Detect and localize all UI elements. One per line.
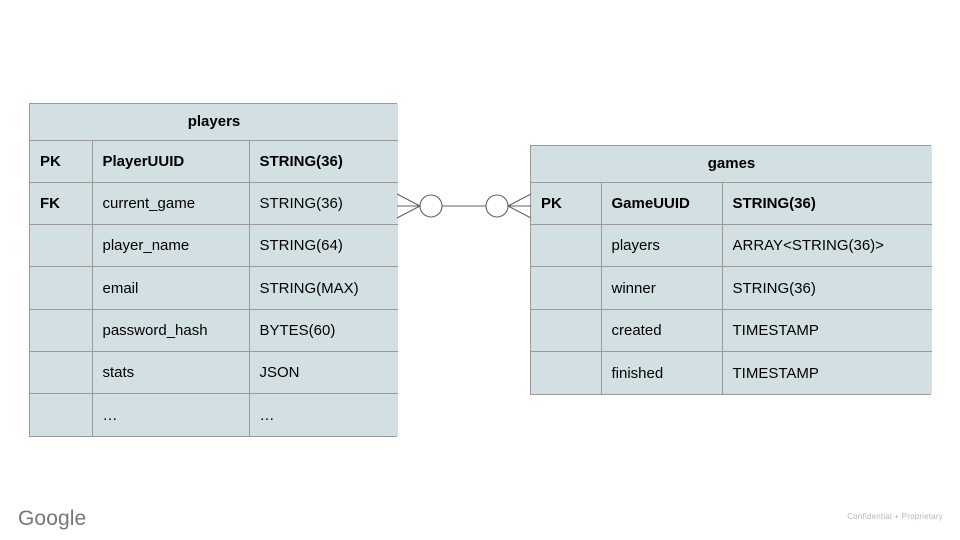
- entity-table-players[interactable]: players PK PlayerUUID STRING(36) FK curr…: [29, 103, 398, 437]
- row-field-type-ellipsis: …: [248, 393, 398, 436]
- entity-players-grid: players PK PlayerUUID STRING(36) FK curr…: [30, 104, 398, 436]
- row-key-flag: PK: [531, 181, 602, 226]
- row-key-flag: [531, 266, 602, 310]
- google-logo: Google: [18, 505, 92, 533]
- table-row[interactable]: email STRING(MAX): [30, 266, 398, 310]
- table-row[interactable]: created TIMESTAMP: [531, 308, 932, 353]
- left-crowsfoot-upper-prong: [396, 193, 421, 207]
- row-field-name: PlayerUUID: [91, 139, 250, 183]
- entity-games-title: games: [531, 146, 932, 183]
- row-field-type: STRING(MAX): [248, 266, 398, 310]
- crows-foot-connector-graphic: [396, 193, 532, 219]
- entity-games-grid: games PK GameUUID STRING(36) players ARR…: [531, 146, 932, 394]
- table-row[interactable]: PK GameUUID STRING(36): [531, 181, 932, 226]
- row-field-name: created: [600, 308, 723, 353]
- row-key-flag: [30, 266, 93, 310]
- row-field-name: players: [600, 224, 723, 268]
- table-row[interactable]: FK current_game STRING(36): [30, 181, 398, 226]
- row-field-type: STRING(36): [721, 266, 932, 310]
- row-field-name: email: [91, 266, 250, 310]
- relationship-connector-players-games[interactable]: [390, 183, 538, 229]
- google-wordmark-icon: Google: [18, 507, 86, 530]
- table-row[interactable]: player_name STRING(64): [30, 224, 398, 268]
- row-field-type: ARRAY<STRING(36)>: [721, 224, 932, 268]
- row-field-type: TIMESTAMP: [721, 351, 932, 394]
- row-key-flag: [30, 350, 93, 395]
- table-row[interactable]: password_hash BYTES(60): [30, 308, 398, 352]
- row-key-flag: [531, 224, 602, 268]
- table-row[interactable]: PK PlayerUUID STRING(36): [30, 139, 398, 183]
- table-row[interactable]: finished TIMESTAMP: [531, 351, 932, 394]
- table-row[interactable]: stats JSON: [30, 350, 398, 395]
- row-field-name: GameUUID: [600, 181, 723, 226]
- row-key-flag: PK: [30, 139, 93, 183]
- row-key-flag: [30, 393, 93, 436]
- left-optionality-circle: [419, 194, 443, 218]
- left-crowsfoot-lower-prong: [396, 205, 421, 219]
- table-row[interactable]: players ARRAY<STRING(36)>: [531, 224, 932, 268]
- entity-players-title-row: players: [30, 104, 398, 141]
- row-field-name-ellipsis: …: [91, 393, 250, 436]
- table-row[interactable]: winner STRING(36): [531, 266, 932, 310]
- entity-games-title-row: games: [531, 146, 932, 183]
- entity-table-games[interactable]: games PK GameUUID STRING(36) players ARR…: [530, 145, 932, 395]
- row-key-flag: [531, 308, 602, 353]
- right-crowsfoot-lower-prong: [507, 205, 532, 219]
- row-field-name: finished: [600, 351, 723, 394]
- right-optionality-circle: [485, 194, 509, 218]
- right-crowsfoot-upper-prong: [507, 193, 532, 207]
- confidentiality-notice: Confidential + Proprietary: [847, 512, 943, 521]
- row-field-type: JSON: [248, 350, 398, 395]
- row-field-name: current_game: [91, 181, 250, 226]
- row-field-name: stats: [91, 350, 250, 395]
- row-key-flag: [30, 224, 93, 268]
- row-field-type: TIMESTAMP: [721, 308, 932, 353]
- row-field-name: winner: [600, 266, 723, 310]
- row-key-flag: [30, 308, 93, 352]
- row-field-name: player_name: [91, 224, 250, 268]
- google-wordmark-text: Google: [18, 507, 86, 530]
- row-field-type: STRING(36): [248, 139, 398, 183]
- entity-players-title: players: [30, 104, 398, 141]
- row-field-type: STRING(64): [248, 224, 398, 268]
- row-field-name: password_hash: [91, 308, 250, 352]
- table-row[interactable]: … …: [30, 393, 398, 436]
- row-key-flag: FK: [30, 181, 93, 226]
- row-field-type: STRING(36): [248, 181, 398, 226]
- row-key-flag: [531, 351, 602, 394]
- row-field-type: BYTES(60): [248, 308, 398, 352]
- row-field-type: STRING(36): [721, 181, 932, 226]
